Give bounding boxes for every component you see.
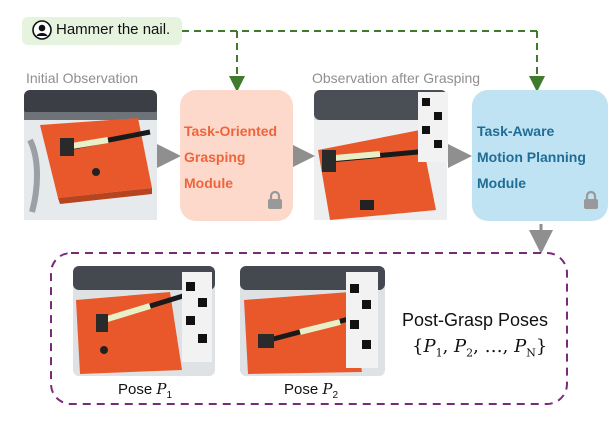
set-separator: , [442,336,455,357]
pose-1-photo [73,266,215,376]
set-symbol: P [423,336,436,357]
pose-word: Pose [118,381,153,398]
lock-icon [584,190,598,209]
flow-arrows [157,144,553,254]
set-close-brace: } [535,336,548,357]
set-symbol: P [514,336,527,357]
post-grasp-set: {P1, P2, …, PN} [412,336,547,360]
pose-2-caption: Pose P2 [284,380,338,401]
grasping-module-line: Grasping [184,149,246,165]
set-open-brace: { [412,336,424,357]
set-subscript: N [526,346,536,360]
set-subscript: 1 [435,346,443,360]
motion-module-line: Task-Aware [477,123,555,139]
pose-word: Pose [284,381,319,398]
after-grasping-photo [314,90,448,220]
initial-observation-photo [24,90,157,220]
instruction-text: Hammer the nail. [56,21,171,38]
pose-subscript: 1 [166,390,173,401]
set-ellipsis: … [484,336,503,357]
grasping-module-line: Module [184,175,233,191]
pose-symbol: P [156,380,167,398]
set-separator: , [473,336,485,357]
pose-subscript: 2 [332,390,339,401]
pose-symbol: P [322,380,333,398]
motion-module-title: Task-Aware Motion Planning Module [477,118,586,196]
lock-icon [268,190,282,209]
set-subscript: 2 [466,346,474,360]
post-grasp-title: Post-Grasp Poses [402,310,549,330]
after-grasping-label: Observation after Grasping [312,70,481,86]
instruction-flow-lines [182,30,545,92]
grasping-module-title: Task-Oriented Grasping Module [184,118,277,196]
pose-2-photo [240,266,385,376]
user-icon [32,20,52,40]
motion-module-line: Module [477,175,526,191]
pose-1-caption: Pose P1 [118,380,172,401]
set-separator: , [502,336,515,357]
post-grasp-output-box [50,252,568,405]
motion-module-line: Motion Planning [477,149,586,165]
initial-observation-label: Initial Observation [26,70,139,86]
set-symbol: P [454,336,467,357]
grasping-module-line: Task-Oriented [184,123,278,139]
